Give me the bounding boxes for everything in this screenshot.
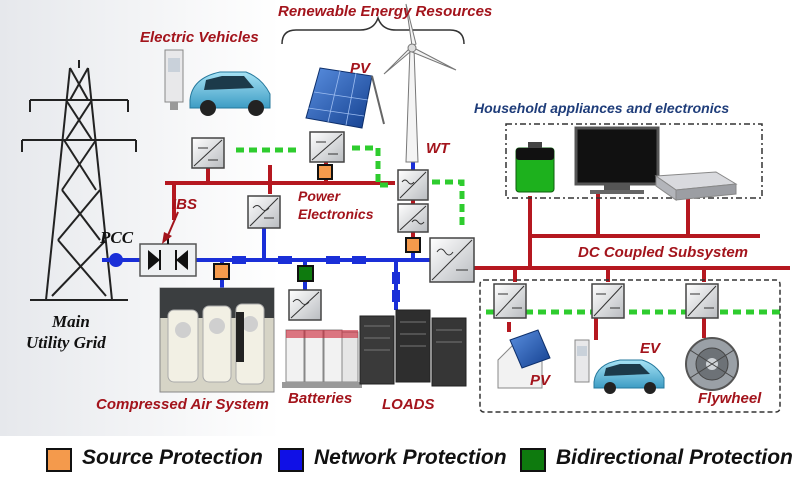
dc-flywheel-converter-icon	[685, 283, 719, 319]
ev-charger-dc-icon	[574, 339, 590, 383]
source-protection-swatch	[46, 448, 72, 472]
dc-coupled-label: DC Coupled Subsystem	[578, 244, 749, 261]
ibs-label: IBS	[172, 196, 198, 213]
protection-markers	[213, 164, 421, 282]
main-inverter-icon	[429, 237, 475, 283]
dc-subsystem-box	[479, 279, 781, 413]
dc-ev-converter-icon	[591, 283, 625, 319]
pv-top-label: PV	[350, 60, 371, 77]
dc-pv-converter-icon	[493, 283, 527, 319]
compressed-air-label: Compressed Air System	[96, 396, 269, 413]
flywheel-label: Flywheel	[698, 390, 762, 407]
wt-converter-2-icon	[397, 203, 429, 233]
renewable-bracket	[281, 15, 465, 45]
ev-label: EV	[640, 340, 661, 357]
source-protection-marker	[405, 237, 421, 253]
power-electronics-converter-icon	[247, 195, 281, 229]
loads-label: LOADS	[382, 396, 435, 413]
pcc-node	[109, 253, 123, 267]
ibs-switch-icon	[139, 236, 197, 277]
battery-bank-icon	[282, 329, 362, 388]
compressed-air-system-image	[159, 287, 275, 393]
battery-converter-icon	[288, 289, 322, 321]
battery-charger-icon	[515, 142, 555, 193]
pv-house-icon	[497, 329, 551, 389]
bidirectional-protection-swatch	[520, 448, 546, 472]
main-grid-label-2: Utility Grid	[26, 333, 106, 352]
bidirectional-protection-marker	[297, 265, 314, 282]
wt-converter-1-icon	[397, 169, 429, 201]
household-box	[505, 123, 763, 199]
set-top-box-icon	[654, 171, 738, 201]
network-line-dashes	[232, 256, 400, 302]
flywheel-icon	[685, 337, 739, 391]
wind-turbine-icon	[383, 3, 457, 163]
legend: Source Protection Network Protection Bid…	[0, 436, 800, 483]
household-label: Household appliances and electronics	[474, 100, 730, 116]
wt-label: WT	[426, 140, 450, 157]
pv-panel-icon	[305, 67, 385, 129]
pv-bottom-label: PV	[530, 372, 551, 389]
renewable-energy-label: Renewable Energy Resources	[278, 3, 493, 20]
electric-car-icon	[189, 71, 271, 116]
power-electronics-label-2: Electronics	[298, 206, 374, 222]
network-protection-swatch	[278, 448, 304, 472]
electric-vehicles-label: Electric Vehicles	[140, 29, 259, 46]
ibs-arrowhead	[162, 232, 172, 244]
main-grid-label-1: Main	[52, 312, 90, 331]
server-racks-icon	[359, 309, 467, 387]
legend-label-network: Network Protection	[314, 446, 507, 469]
ev-car-dc-icon	[593, 359, 665, 394]
monitor-icon	[574, 126, 660, 194]
source-protection-marker	[317, 164, 333, 180]
dc-dotted-lines	[236, 145, 780, 315]
pv-converter-icon	[309, 131, 345, 163]
legend-label-bidirectional: Bidirectional Protection	[556, 446, 793, 469]
power-electronics-label-1: Power	[298, 188, 341, 204]
transmission-tower-icon	[21, 60, 137, 301]
converter-boxes	[191, 131, 719, 321]
source-protection-marker	[213, 263, 230, 280]
batteries-label: Batteries	[288, 390, 353, 407]
ev-charger-icon	[164, 49, 184, 110]
pcc-label: PCC	[100, 228, 134, 247]
ac-bus-lines	[165, 160, 790, 340]
legend-label-source: Source Protection	[82, 446, 263, 469]
ev-converter-icon	[191, 137, 225, 169]
